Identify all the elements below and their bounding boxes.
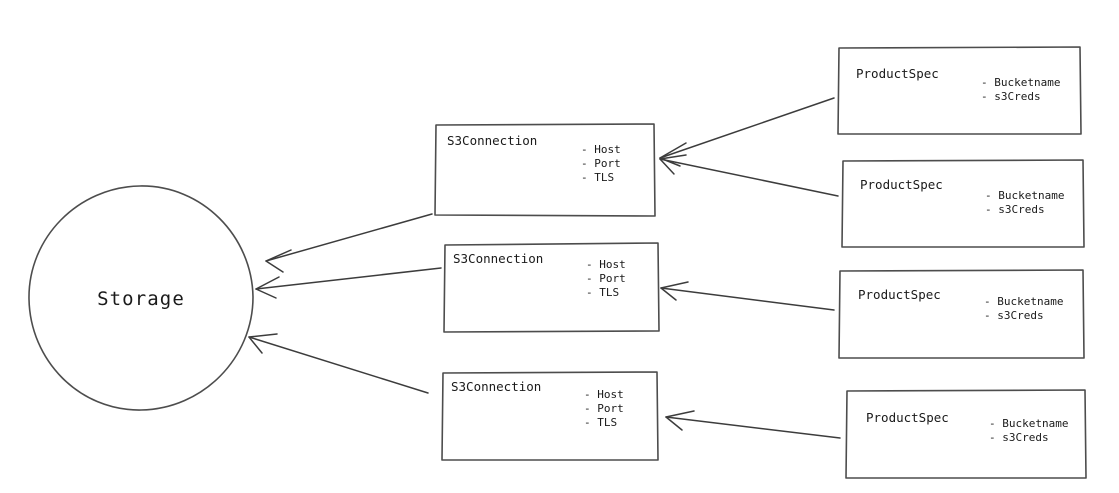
s3-connection-1-attr-port: - Port [581,157,621,170]
s3-connection-node-1[interactable]: S3Connection - Host - Port - TLS [434,123,656,217]
arrow-s3conn2-to-storage[interactable] [255,267,442,299]
arrow-spec1-to-s3conn1[interactable] [659,97,835,167]
arrow-s3conn1-to-storage[interactable] [265,213,433,273]
s3-connection-3-attr-tls: - TLS [584,416,617,429]
product-spec-2-outline [841,159,1085,248]
s3-connection-1-attr-host: - Host [581,143,621,156]
s3-connection-3-title: S3Connection [451,379,541,394]
product-spec-3-attr-bucketname: - Bucketname [984,295,1063,308]
product-spec-4-attr-bucketname: - Bucketname [989,417,1068,430]
product-spec-1-attr-bucketname: - Bucketname [981,76,1060,89]
product-spec-2-attr-s3creds: - s3Creds [985,203,1045,216]
product-spec-2-title: ProductSpec [860,177,943,192]
product-spec-4-outline [845,389,1087,479]
arrow-s3conn3-to-storage[interactable] [248,333,429,394]
arrow-spec3-to-s3conn2[interactable] [660,281,835,311]
product-spec-node-1[interactable]: ProductSpec - Bucketname - s3Creds [837,46,1082,135]
product-spec-1-outline [837,46,1082,135]
storage-node[interactable]: Storage [28,185,254,411]
s3-connection-1-title: S3Connection [447,133,537,148]
s3-connection-2-outline [443,242,660,333]
storage-label: Storage [97,288,185,310]
arrow-spec4-to-s3conn3[interactable] [665,410,841,439]
s3-connection-1-attr-tls: - TLS [581,171,614,184]
arrow-spec2-to-s3conn1[interactable] [659,154,839,197]
s3-connection-2-attr-port: - Port [586,272,626,285]
s3-connection-2-attr-host: - Host [586,258,626,271]
s3-connection-2-title: S3Connection [453,251,543,266]
s3-connection-2-attr-tls: - TLS [586,286,619,299]
s3-connection-node-2[interactable]: S3Connection - Host - Port - TLS [443,242,660,333]
product-spec-node-4[interactable]: ProductSpec - Bucketname - s3Creds [845,389,1087,479]
product-spec-2-attr-bucketname: - Bucketname [985,189,1064,202]
product-spec-node-3[interactable]: ProductSpec - Bucketname - s3Creds [838,269,1085,359]
s3-connection-1-outline [434,123,656,217]
product-spec-4-title: ProductSpec [866,410,949,425]
product-spec-node-2[interactable]: ProductSpec - Bucketname - s3Creds [841,159,1085,248]
storage-circle-outline [28,185,254,411]
product-spec-1-attr-s3creds: - s3Creds [981,90,1041,103]
s3-connection-3-attr-port: - Port [584,402,624,415]
product-spec-3-title: ProductSpec [858,287,941,302]
product-spec-3-outline [838,269,1085,359]
s3-connection-node-3[interactable]: S3Connection - Host - Port - TLS [441,371,659,461]
product-spec-1-title: ProductSpec [856,66,939,81]
product-spec-3-attr-s3creds: - s3Creds [984,309,1044,322]
s3-connection-3-outline [441,371,659,461]
product-spec-4-attr-s3creds: - s3Creds [989,431,1049,444]
s3-connection-3-attr-host: - Host [584,388,624,401]
